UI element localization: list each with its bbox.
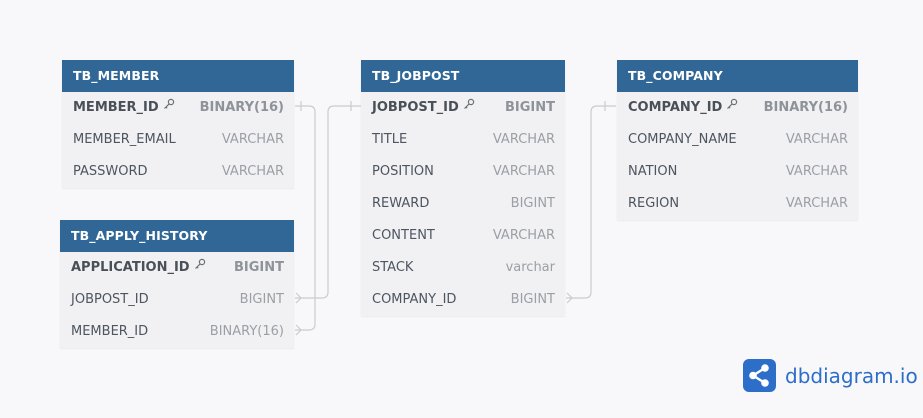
column-type: BIGINT: [510, 292, 555, 307]
column-row[interactable]: JOBPOST_ID BIGINT: [361, 92, 565, 124]
key-icon: [163, 91, 175, 123]
column-name-wrap: COMPANY_ID: [372, 284, 456, 316]
table-header[interactable]: TB_JOBPOST: [361, 60, 565, 92]
table-header[interactable]: TB_MEMBER: [62, 60, 294, 92]
column-type: VARCHAR: [492, 132, 555, 147]
column-name: COMPANY_ID: [628, 100, 723, 115]
column-name-wrap: REGION: [628, 188, 679, 220]
column-name: STACK: [372, 260, 414, 275]
column-name: REGION: [628, 196, 680, 211]
column-name: POSITION: [372, 164, 434, 179]
column-name: PASSWORD: [73, 164, 148, 179]
column-row[interactable]: COMPANY_ID BINARY(16): [617, 92, 858, 124]
column-name-wrap: TITLE: [372, 124, 407, 156]
many-marker: [295, 324, 302, 336]
column-name-wrap: COMPANY_NAME: [628, 124, 737, 156]
table-header[interactable]: TB_APPLY_HISTORY: [60, 220, 294, 252]
column-name-wrap: MEMBER_EMAIL: [73, 124, 176, 156]
column-name-wrap: NATION: [628, 156, 677, 188]
column-name-wrap: MEMBER_ID: [73, 92, 175, 124]
column-row[interactable]: REWARD BIGINT: [361, 188, 565, 220]
many-marker: [566, 292, 573, 304]
many-marker: [295, 292, 302, 304]
column-name-wrap: CONTENT: [372, 220, 435, 252]
table-tb-member[interactable]: TB_MEMBER MEMBER_ID BINARY(16) MEMBER_EMAI…: [62, 60, 294, 188]
column-row[interactable]: PASSWORD VARCHAR: [62, 156, 294, 188]
key-icon: [194, 251, 206, 283]
brand-name: dbdiagram.io: [785, 363, 918, 388]
table-header[interactable]: TB_COMPANY: [617, 60, 858, 92]
column-type: BINARY(16): [209, 324, 284, 339]
column-name: JOBPOST_ID: [372, 100, 459, 115]
column-type: VARCHAR: [492, 228, 555, 243]
column-row[interactable]: JOBPOST_ID BIGINT: [60, 284, 294, 316]
brand-watermark[interactable]: dbdiagram.io: [743, 359, 918, 392]
column-type: VARCHAR: [785, 132, 848, 147]
connector-apply-member[interactable]: [295, 105, 316, 331]
column-name: TITLE: [372, 132, 408, 147]
share-nodes-icon: [743, 359, 776, 392]
column-type: BIGINT: [510, 196, 555, 211]
column-row[interactable]: APPLICATION_ID BIGINT: [60, 252, 294, 284]
column-name: COMPANY_NAME: [628, 132, 737, 147]
column-row[interactable]: TITLE VARCHAR: [361, 124, 565, 156]
column-name: MEMBER_ID: [73, 100, 159, 115]
column-row[interactable]: REGION VARCHAR: [617, 188, 858, 220]
column-name-wrap: COMPANY_ID: [628, 92, 738, 124]
key-icon: [463, 91, 475, 123]
column-name: NATION: [628, 164, 678, 179]
column-type: BINARY(16): [199, 100, 284, 115]
table-tb-company[interactable]: TB_COMPANY COMPANY_ID BINARY(16) COMPANY_N…: [617, 60, 858, 220]
column-type: VARCHAR: [492, 164, 555, 179]
column-row[interactable]: MEMBER_ID BINARY(16): [60, 316, 294, 348]
column-name-wrap: JOBPOST_ID: [372, 92, 475, 124]
column-row[interactable]: COMPANY_NAME VARCHAR: [617, 124, 858, 156]
column-row[interactable]: STACK varchar: [361, 252, 565, 284]
column-row[interactable]: NATION VARCHAR: [617, 156, 858, 188]
column-row[interactable]: CONTENT VARCHAR: [361, 220, 565, 252]
column-type: varchar: [505, 260, 555, 275]
column-name-wrap: REWARD: [372, 188, 429, 220]
column-name: REWARD: [372, 196, 430, 211]
column-name-wrap: MEMBER_ID: [71, 316, 148, 348]
column-row[interactable]: MEMBER_EMAIL VARCHAR: [62, 124, 294, 156]
column-row[interactable]: COMPANY_ID BIGINT: [361, 284, 565, 316]
column-name: MEMBER_EMAIL: [73, 132, 176, 147]
column-name: CONTENT: [372, 228, 435, 243]
column-type: VARCHAR: [221, 132, 284, 147]
column-name-wrap: PASSWORD: [73, 156, 148, 188]
column-row[interactable]: POSITION VARCHAR: [361, 156, 565, 188]
column-name-wrap: APPLICATION_ID: [71, 252, 206, 284]
connector-jobpost-company[interactable]: [566, 105, 616, 299]
column-name: JOBPOST_ID: [71, 292, 149, 307]
column-name-wrap: JOBPOST_ID: [71, 284, 149, 316]
column-type: BINARY(16): [763, 100, 848, 115]
column-type: VARCHAR: [221, 164, 284, 179]
connector-apply-jobpost[interactable]: [295, 105, 361, 299]
column-type: BIGINT: [233, 260, 284, 275]
column-type: VARCHAR: [785, 164, 848, 179]
column-name: APPLICATION_ID: [71, 260, 190, 275]
column-type: BIGINT: [504, 100, 555, 115]
column-name: MEMBER_ID: [71, 324, 149, 339]
column-name: COMPANY_ID: [372, 292, 457, 307]
column-type: BIGINT: [239, 292, 284, 307]
column-name-wrap: POSITION: [372, 156, 434, 188]
column-type: VARCHAR: [785, 196, 848, 211]
column-name-wrap: STACK: [372, 252, 413, 284]
key-icon: [726, 91, 738, 123]
column-row[interactable]: MEMBER_ID BINARY(16): [62, 92, 294, 124]
